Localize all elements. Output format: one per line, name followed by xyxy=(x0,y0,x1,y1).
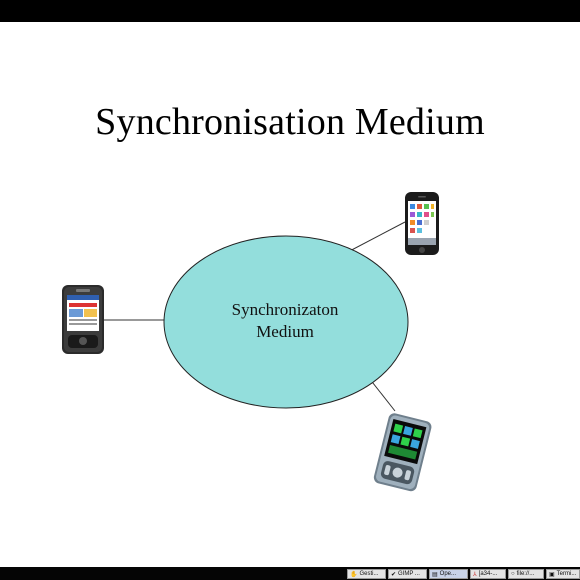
taskbar-item-openoffice[interactable]: ▤ Ope... xyxy=(429,569,468,579)
taskbar-item-browser[interactable]: ○ file://... xyxy=(508,569,544,579)
ellipse-label-line2: Medium xyxy=(256,322,314,341)
taskbar-item-label: Ope... xyxy=(439,571,457,577)
sync-diagram xyxy=(62,192,439,492)
taskbar-item-gimp[interactable]: ✔ GIMP ... xyxy=(388,569,427,579)
taskbar-item-label: GIMP ... xyxy=(398,571,420,577)
document-icon: ▤ xyxy=(432,571,438,578)
sync-medium-ellipse xyxy=(163,235,409,409)
browser-icon: ○ xyxy=(511,571,515,577)
iphone-device-icon xyxy=(405,192,439,255)
brush-icon: ✔ xyxy=(391,571,397,578)
slide-title: Synchronisation Medium xyxy=(95,101,485,143)
taskbar-item-pdf[interactable]: ⅄ [a34-... xyxy=(470,569,506,579)
tablet-pda-device-icon xyxy=(373,413,432,492)
taskbar-item-label: file://... xyxy=(516,571,535,577)
ellipse-label-line1: Synchronizaton xyxy=(231,300,339,319)
hand-icon: ✋ xyxy=(350,571,358,578)
taskbar-item-label: Gesti... xyxy=(359,571,379,577)
pdf-icon: ⅄ xyxy=(473,571,477,578)
taskbar-item-terminal[interactable]: ▣ Termi... xyxy=(546,569,580,579)
top-black-bar xyxy=(0,0,580,22)
ellipse-label: Synchronizaton Medium xyxy=(190,299,380,343)
presentation-slide: Synchronisation Medium xyxy=(0,22,580,567)
taskbar-item-label: [a34-... xyxy=(478,571,498,577)
terminal-icon: ▣ xyxy=(549,571,555,578)
taskbar-item-label: Termi... xyxy=(556,571,577,577)
taskbar-item-gestures[interactable]: ✋ Gesti... xyxy=(347,569,386,579)
connector-line-bottom-right xyxy=(368,377,396,412)
pda-device-icon xyxy=(62,285,104,354)
taskbar: ✋ Gesti... ✔ GIMP ... ▤ Ope... ⅄ [a34-..… xyxy=(0,567,580,580)
connector-line-top-right xyxy=(343,221,406,255)
